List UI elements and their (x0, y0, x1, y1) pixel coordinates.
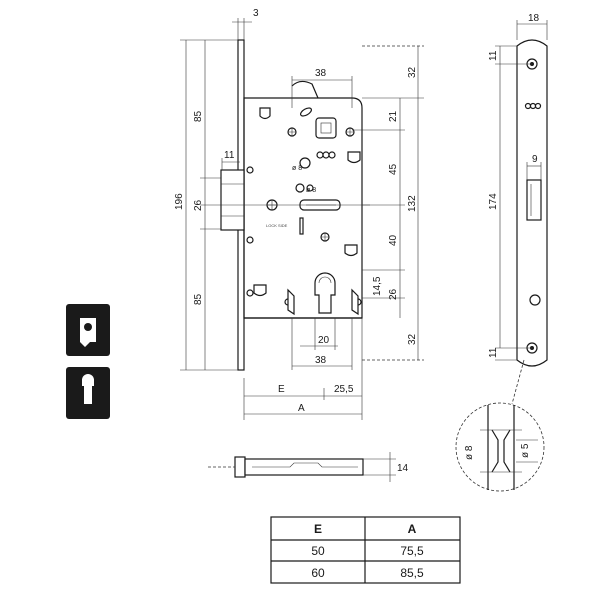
table-header-e: E (314, 522, 322, 536)
dim-latch-offset: 11 (224, 150, 235, 161)
bolt-plan-view: 14 (208, 452, 409, 482)
square-follower (315, 117, 337, 139)
dim-backset-label: E (278, 384, 285, 395)
screw-holes (266, 127, 362, 306)
table-header-a: A (408, 522, 417, 536)
dim-case-depth: 25,5 (334, 384, 354, 395)
dim-bottom-margin: 32 (407, 333, 418, 345)
dim-fp-top-screw: 11 (488, 50, 499, 61)
table-cell-e-row1: 50 (311, 544, 325, 558)
dim-bolt-height: 14 (397, 463, 409, 474)
latch-window (526, 179, 542, 221)
euro-cylinder-keyhole-icon (66, 367, 110, 419)
small-callout-c: LOCK SIDE (266, 223, 288, 228)
latch-housing (220, 169, 245, 231)
faceplate-hole (529, 294, 541, 306)
dim-cyl-inner: 20 (318, 335, 330, 346)
table-cell-a-row2: 85,5 (400, 566, 424, 580)
dim-cyl-gap: 40 (388, 234, 399, 246)
dim-spindle-to-cyl: 45 (388, 163, 399, 175)
faceplate-side-view: 18 11 174 11 9 (488, 13, 548, 367)
cylinder-cutout (314, 272, 336, 314)
case-outline (243, 97, 363, 319)
bathroom-bolt-follower-icon (66, 304, 110, 356)
small-callout-b: ø 8 (306, 187, 316, 194)
dim-hole-inner: ø 5 (520, 443, 531, 458)
dim-follower-window: 26 (193, 199, 204, 211)
left-dimensions: 196 85 26 85 11 3 (174, 8, 259, 371)
screw-detail-circle: ø 8 ø 5 (455, 359, 545, 492)
dim-lower-section: 85 (193, 293, 204, 305)
right-dimensions-front: 38 32 21 45 40 14,5 26 132 32 (291, 45, 424, 361)
table-cell-e-row2: 60 (311, 566, 325, 580)
dim-hole-outer: ø 8 (464, 445, 475, 460)
dim-body-height: 132 (407, 195, 418, 212)
rivet-cups (253, 107, 361, 297)
dim-upper-gap: 21 (388, 110, 399, 122)
dim-cyl-pin: 14,5 (372, 276, 383, 296)
small-callout-a: ø 8 (292, 165, 302, 172)
bolt-body (244, 458, 364, 476)
dim-faceplate-width: 18 (528, 13, 540, 24)
dim-top-margin: 32 (407, 66, 418, 78)
dim-latch-width: 9 (532, 154, 538, 165)
dim-bottom-width: 38 (315, 355, 327, 366)
dim-plate-thickness: 3 (253, 8, 259, 19)
dim-top-width: 38 (315, 68, 327, 79)
dim-cyl-lower: 26 (388, 288, 399, 300)
dim-upper-section: 85 (193, 110, 204, 122)
dim-faceplate-height: 174 (488, 193, 499, 210)
bottom-dimensions: 20 38 E 25,5 A (243, 318, 363, 420)
table-cell-a-row1: 75,5 (400, 544, 424, 558)
dim-total-height: 196 (174, 193, 185, 210)
backset-table: E A 50 75,5 60 85,5 (270, 516, 461, 584)
dim-total-label: A (298, 403, 305, 414)
dim-fp-bottom-screw: 11 (488, 347, 499, 358)
